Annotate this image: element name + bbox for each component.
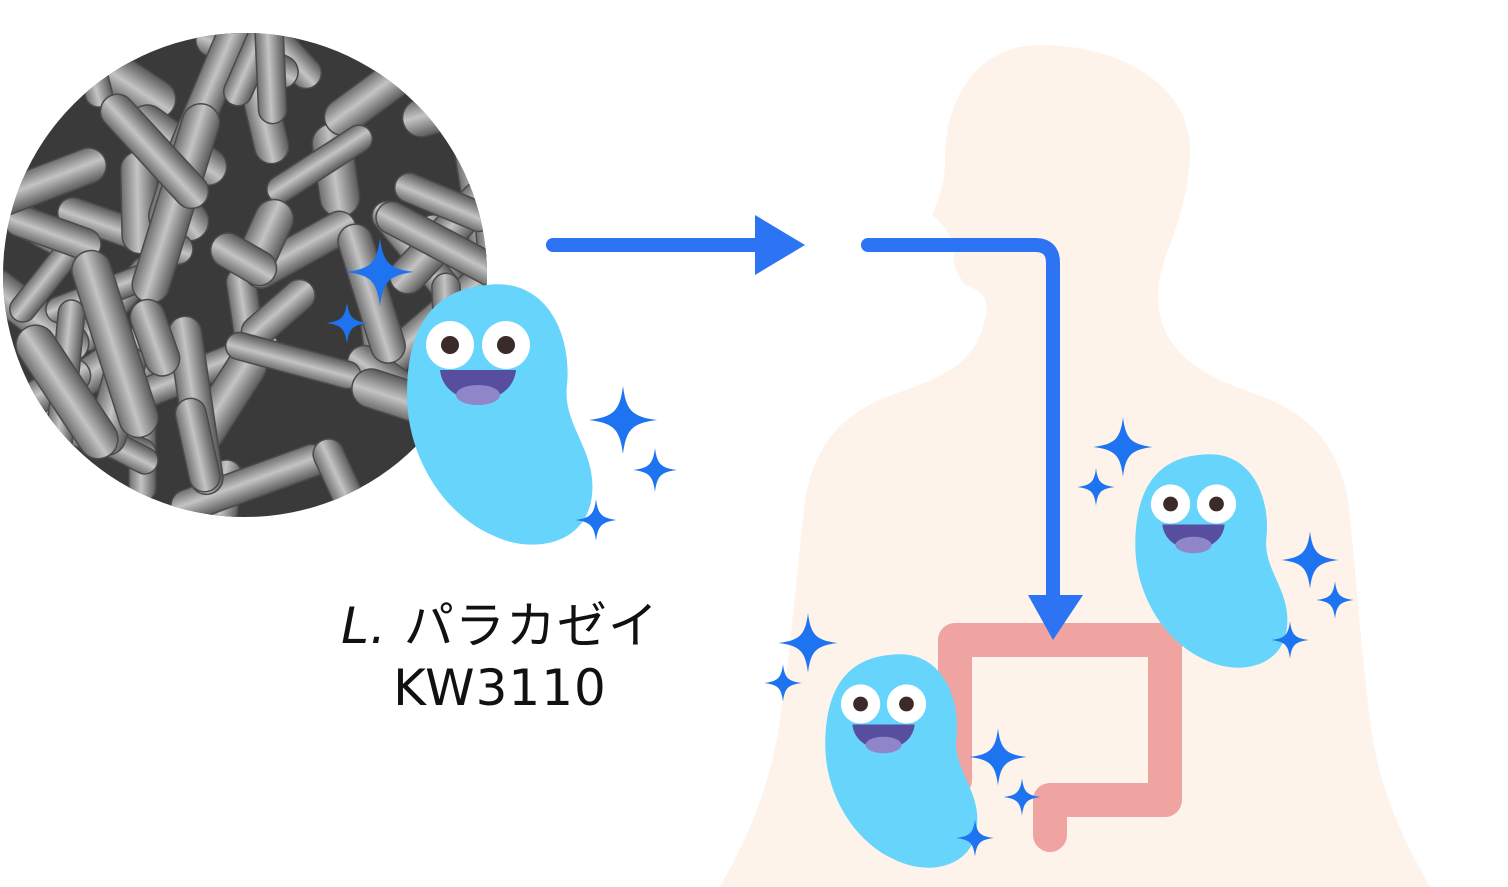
rod-bacterium [393, 172, 487, 233]
bacterium-mascot-icon [407, 284, 593, 545]
rod-bacterium [9, 33, 81, 116]
arrow-right-icon [546, 215, 805, 275]
rod-bacterium [252, 33, 288, 125]
rod-bacterium [401, 89, 473, 138]
rod-bacterium [71, 249, 159, 439]
sparkle-icon [588, 385, 658, 455]
sparkle-icon [633, 448, 677, 492]
rod-bacterium [129, 298, 181, 377]
strain-label: L. パラカゼイ KW3110 [300, 595, 700, 719]
species-line: L. パラカゼイ [300, 595, 700, 657]
species-prefix: L. [341, 597, 387, 655]
bacterium-mascot-icon [825, 654, 978, 868]
bacterium-mascot-icon [1135, 454, 1288, 668]
arrow-down-icon [861, 238, 1083, 640]
rod-bacterium [337, 223, 406, 364]
rod-bacterium [174, 397, 221, 493]
species-name: パラカゼイ [403, 597, 659, 655]
rod-bacterium [375, 200, 487, 309]
rod-bacterium [15, 324, 119, 460]
rod-bacterium [209, 232, 278, 287]
rod-bacterium [51, 33, 113, 108]
rod-bacterium [3, 37, 89, 92]
rod-bacterium [266, 124, 374, 204]
rod-bacterium [99, 93, 210, 210]
strain-code: KW3110 [393, 659, 607, 717]
